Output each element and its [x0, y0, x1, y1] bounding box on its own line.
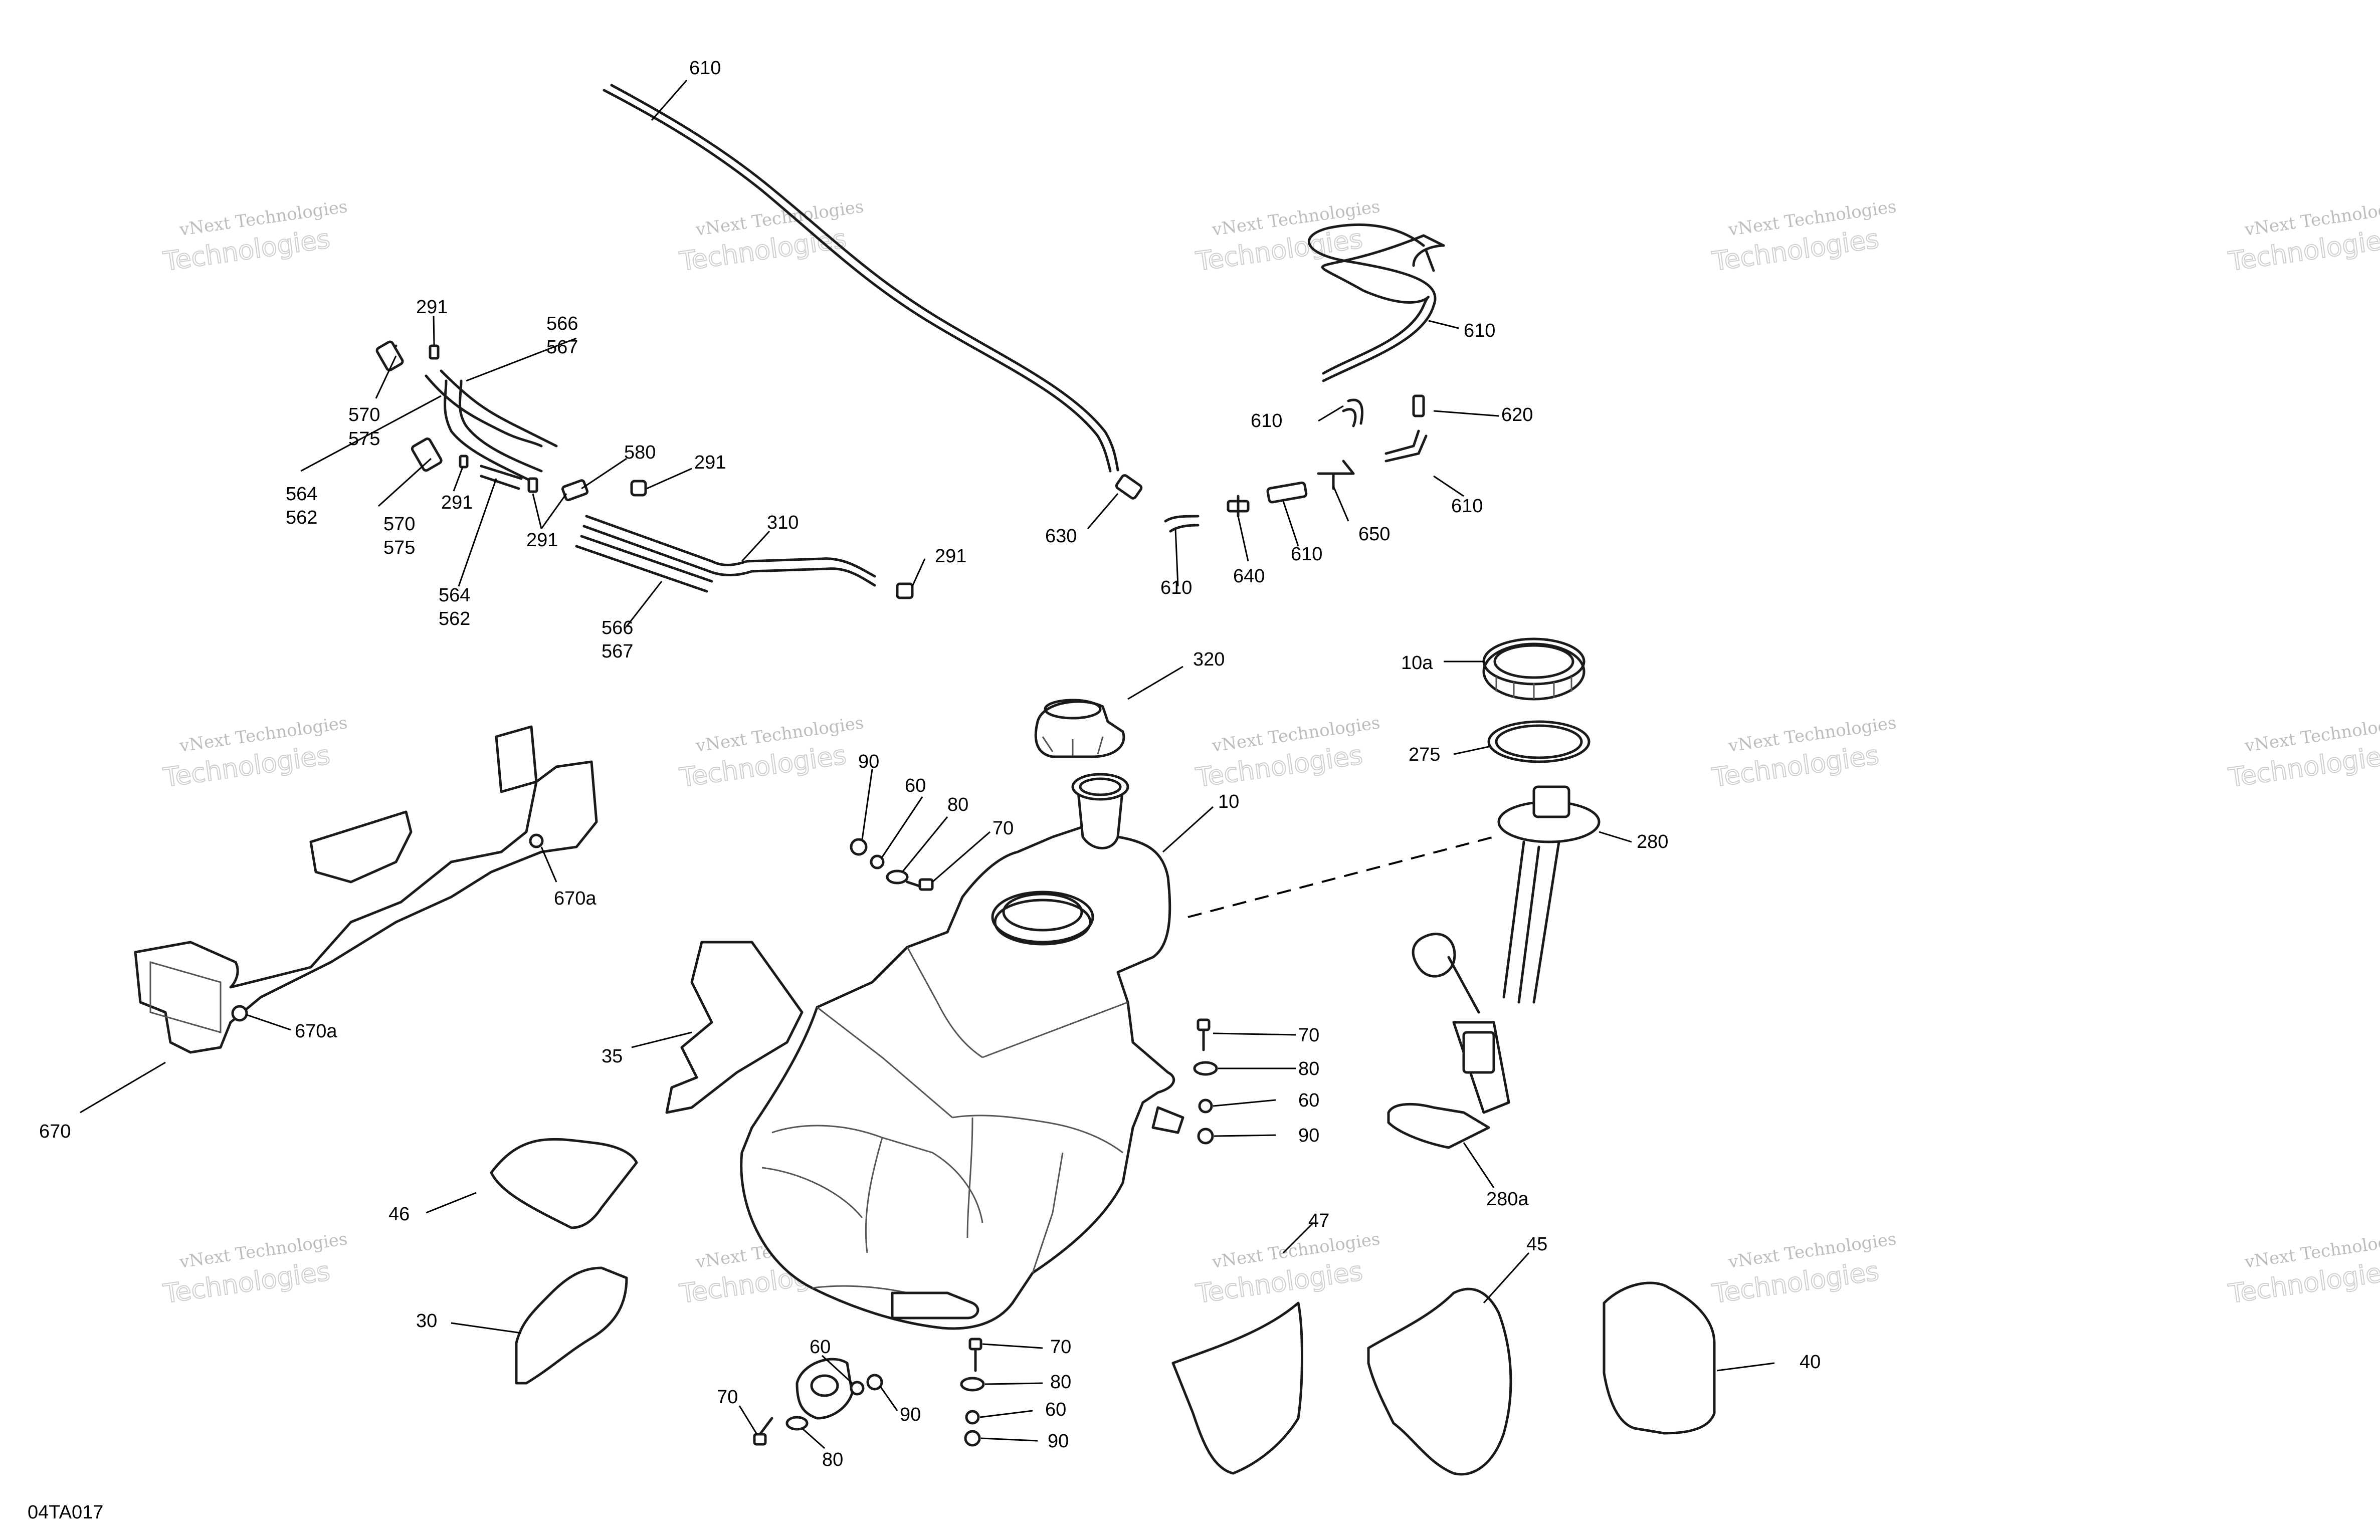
label-40: 40 [1800, 1352, 1821, 1373]
label-610-b2: 610 [1160, 577, 1192, 598]
label-70-r1: 70 [1298, 1025, 1319, 1046]
label-30: 30 [416, 1310, 437, 1332]
label-10a: 10a [1401, 652, 1433, 674]
label-670a-bot: 670a [295, 1021, 337, 1042]
label-567-a: 567 [546, 337, 578, 358]
label-291-a: 291 [416, 297, 448, 318]
label-291-e: 291 [935, 546, 966, 567]
label-562-b: 562 [439, 608, 470, 629]
label-90-bot: 90 [900, 1404, 921, 1425]
label-562-a: 562 [286, 507, 317, 528]
label-291-d: 291 [526, 530, 558, 551]
fuel-pump-module [1387, 785, 1601, 1149]
label-60-bot: 60 [810, 1337, 831, 1358]
label-80-top: 80 [947, 794, 968, 815]
label-640: 640 [1233, 566, 1265, 587]
heat-shield-30 [515, 1266, 628, 1385]
vent-fittings-chain [1115, 394, 1428, 533]
label-610-right: 610 [1464, 320, 1495, 341]
label-291-c: 291 [694, 452, 726, 473]
heat-shield-46 [490, 1138, 638, 1229]
label-291-b: 291 [441, 492, 473, 513]
label-630: 630 [1045, 526, 1077, 547]
label-650: 650 [1358, 524, 1390, 545]
label-35: 35 [602, 1046, 623, 1067]
retainer-clip [796, 1358, 854, 1420]
part-labels: 610 610 610 620 610 650 610 640 610 630 … [28, 58, 1821, 1523]
label-564-b: 564 [439, 585, 470, 606]
label-80-r1: 80 [1298, 1058, 1319, 1079]
pump-lock-ring [1482, 637, 1585, 701]
label-310: 310 [767, 512, 799, 533]
label-46: 46 [388, 1204, 410, 1225]
leader-lines [80, 80, 1775, 1449]
label-60-r2: 60 [1045, 1399, 1066, 1420]
label-80-r2: 80 [1050, 1372, 1071, 1393]
label-670a-top: 670a [554, 888, 597, 909]
fastener-set-top [850, 838, 934, 891]
label-70-r2: 70 [1050, 1337, 1071, 1358]
label-90-r2: 90 [1048, 1431, 1069, 1452]
label-10: 10 [1218, 791, 1239, 812]
fastener-set-right [1193, 1018, 1218, 1145]
label-280: 280 [1637, 831, 1668, 852]
label-566-b: 566 [602, 617, 633, 638]
label-610-mid: 610 [1251, 410, 1282, 431]
label-70-bot: 70 [717, 1387, 738, 1408]
mounting-bracket [134, 725, 598, 1054]
vent-hose-loop [1307, 223, 1445, 382]
heat-shield-45 [1367, 1287, 1512, 1476]
label-570-b: 570 [383, 514, 415, 535]
label-47: 47 [1308, 1210, 1329, 1231]
pump-gasket [1487, 720, 1591, 763]
label-45: 45 [1526, 1234, 1547, 1255]
label-610-b1: 610 [1291, 544, 1322, 565]
label-567-b: 567 [602, 641, 633, 662]
label-60-top: 60 [905, 775, 926, 796]
label-80-bot: 80 [822, 1449, 843, 1470]
label-570-a: 570 [348, 404, 380, 425]
label-566-a: 566 [546, 313, 578, 334]
fuel-tank [740, 773, 1184, 1330]
label-670: 670 [39, 1121, 71, 1142]
label-564-a: 564 [286, 484, 317, 505]
fastener-set-bottom [753, 1338, 985, 1447]
diagram-code: 04TA017 [28, 1502, 103, 1523]
heat-shield-35 [665, 941, 804, 1114]
label-70-top: 70 [993, 818, 1014, 839]
vent-hose-long [603, 84, 1119, 473]
label-275: 275 [1409, 744, 1440, 765]
label-280a: 280a [1486, 1189, 1529, 1210]
label-575-b: 575 [383, 537, 415, 558]
label-60-r1: 60 [1298, 1090, 1319, 1111]
label-610-r2: 610 [1451, 496, 1483, 517]
label-320: 320 [1193, 649, 1225, 670]
fuel-hose-group-left [375, 340, 914, 599]
heat-shield-47 [1171, 1301, 1303, 1475]
assembly-dashed-line [1187, 836, 1494, 918]
label-575-a: 575 [348, 428, 380, 450]
fuel-cap [1034, 699, 1125, 758]
label-90-r1: 90 [1298, 1125, 1319, 1146]
label-90-top: 90 [858, 751, 879, 772]
label-580: 580 [624, 442, 656, 463]
heat-shield-40 [1603, 1281, 1716, 1435]
label-620: 620 [1501, 404, 1533, 425]
label-610-top: 610 [689, 58, 721, 79]
